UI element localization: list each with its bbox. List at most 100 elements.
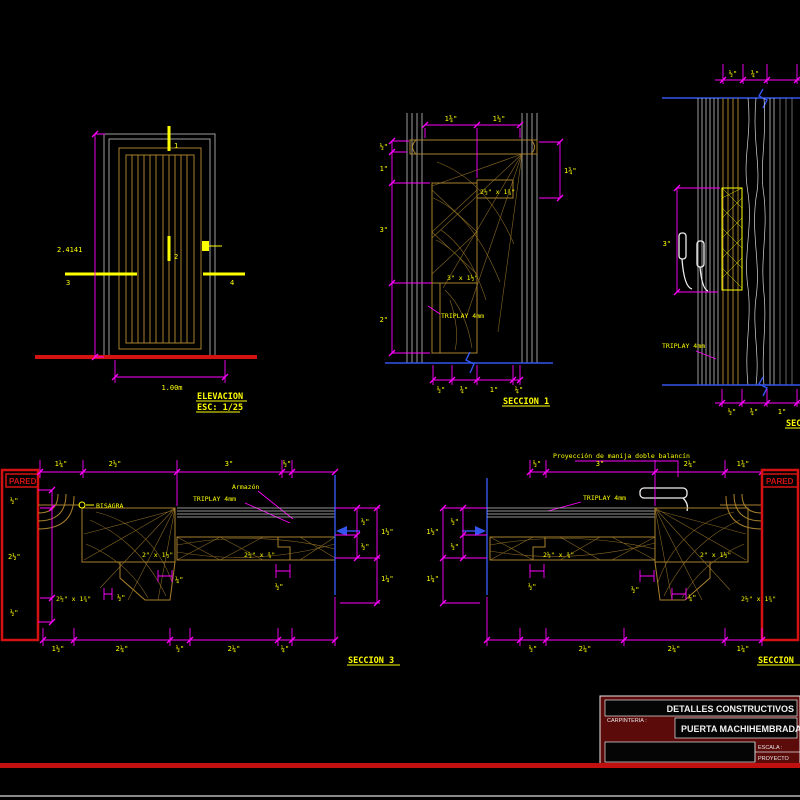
armazon-hatch <box>489 536 656 561</box>
dim-chain-left <box>391 140 432 354</box>
section-marker-1-label: 1 <box>174 142 178 150</box>
dim-ticks <box>388 137 396 357</box>
dim-chain-bottom <box>715 389 800 407</box>
dim-text: 3" <box>380 226 388 234</box>
dim-ticks <box>111 373 229 381</box>
dim-right <box>539 141 561 199</box>
break-symbol <box>758 376 768 397</box>
lock-block <box>721 187 743 291</box>
door-slab <box>118 147 202 350</box>
triplay-leader <box>244 502 291 524</box>
door-frame-outer <box>103 133 216 358</box>
dim-ticks <box>421 121 524 129</box>
door-panel <box>125 154 195 344</box>
dim-text: 1¼" <box>737 645 750 653</box>
dim-text: 2½" <box>8 553 21 561</box>
dim-text: 2¼" <box>668 645 681 653</box>
dim-ticks <box>526 468 766 476</box>
frame-lines <box>722 98 739 385</box>
triplay-grain <box>444 289 473 351</box>
frame-block <box>654 507 749 563</box>
triplay-leader <box>695 350 717 360</box>
dim-ticks <box>429 376 524 384</box>
title-row2-cell <box>674 717 798 739</box>
dim-text: ¾" <box>751 70 759 78</box>
dim-text: 2¼" <box>116 645 129 653</box>
small-dim <box>103 588 113 600</box>
dim-text: 1" <box>778 408 786 416</box>
elevation-scale: ESC: 1/25 <box>197 403 243 413</box>
frame2-size-label: 2½" x 1¾" <box>741 595 776 603</box>
small-dim <box>275 564 291 578</box>
dim-text: 3" <box>663 240 671 248</box>
dim-text: 1" <box>490 386 498 394</box>
dim-text: 1¾" <box>564 167 577 175</box>
seccion-3-title: SECCION 3 <box>348 656 394 666</box>
handle-hooks <box>681 258 709 292</box>
edge-arrow <box>336 526 347 536</box>
jamb-lines <box>697 98 775 385</box>
door-elevation: 1 2 3 4 2.4141 1.00m ELEVACION ESC: 1/25 <box>35 126 257 413</box>
dim-text: 1½" <box>381 528 394 536</box>
seccion-3-drawing: PARED BISAGRA TRIPLAY 4mm Armazón 2" x 1… <box>0 460 400 666</box>
dim-chain-left <box>38 489 53 623</box>
pared-label: PARED <box>766 477 794 486</box>
dim-text: ½" <box>10 609 18 617</box>
dim-text: 2½" <box>109 460 122 468</box>
door-frame-inner <box>108 138 211 358</box>
core-hatch <box>431 189 478 279</box>
dim-text: 1½" <box>493 115 506 123</box>
frame-step-size: 2½" x 1¾" <box>480 188 515 196</box>
head-lintel <box>409 139 538 155</box>
dim-text: ¼" <box>175 576 183 584</box>
proyeccion-leader <box>575 460 679 477</box>
frame-leg <box>119 561 176 601</box>
dim-text: 3" <box>225 460 233 468</box>
small-dim <box>671 588 687 600</box>
dim-text: ½" <box>451 518 459 526</box>
dim-chain-top <box>39 460 335 506</box>
dim-text: 1½" <box>426 528 439 536</box>
lock-block-hatch <box>721 187 743 289</box>
dim-ticks <box>39 636 339 644</box>
proyeccion-label: Proyección de manija doble balancín <box>553 452 690 460</box>
dim-ticks <box>353 504 381 607</box>
dim-text: 1¼" <box>381 575 394 583</box>
dim-text: ½" <box>728 408 736 416</box>
dim-text: 2" <box>380 316 388 324</box>
dim-text: ½" <box>275 583 283 591</box>
armazon-leader <box>257 490 294 520</box>
dim-chain-top <box>529 460 762 506</box>
core-size-label: 2½" x ¾" <box>244 551 275 559</box>
proyecto-label: PROYECTO <box>758 756 789 762</box>
jamb-lines <box>779 98 793 385</box>
dim-chain-top <box>424 124 521 178</box>
hinge-symbol <box>78 501 86 509</box>
dim-text: 1½" <box>52 645 65 653</box>
triplay-label: TRIPLAY 4mm <box>193 495 236 503</box>
dim-ticks <box>673 184 681 296</box>
dim-left <box>676 187 720 293</box>
frame-leg <box>654 561 711 601</box>
drawing-title: DETALLES CONSTRUCTIVOS <box>667 704 794 714</box>
pared-box <box>5 473 39 488</box>
dim-text: 2¼" <box>228 645 241 653</box>
triplay-leader <box>547 501 582 512</box>
dim-chains-right <box>335 507 380 604</box>
dim-text: ½" <box>729 70 737 78</box>
lintel-bullnose <box>412 139 535 155</box>
dim-text: ½" <box>176 645 184 653</box>
frame-size-label: 2" x 1½" <box>142 551 173 559</box>
title-block: DETALLES CONSTRUCTIVOS CARPINTERIA : PUE… <box>0 695 800 797</box>
manija-handle <box>639 487 688 499</box>
width-dim-text: 1.00m <box>161 384 182 392</box>
dim-ticks <box>36 468 339 476</box>
title-cell-dividers <box>754 742 800 762</box>
dim-text: 2¼" <box>684 460 697 468</box>
triplay-face-lines <box>487 507 655 518</box>
tongue-groove-boards <box>131 155 188 343</box>
pared-box <box>761 473 799 488</box>
small-dim <box>529 564 545 578</box>
escala-label: ESCALA : <box>758 745 783 751</box>
